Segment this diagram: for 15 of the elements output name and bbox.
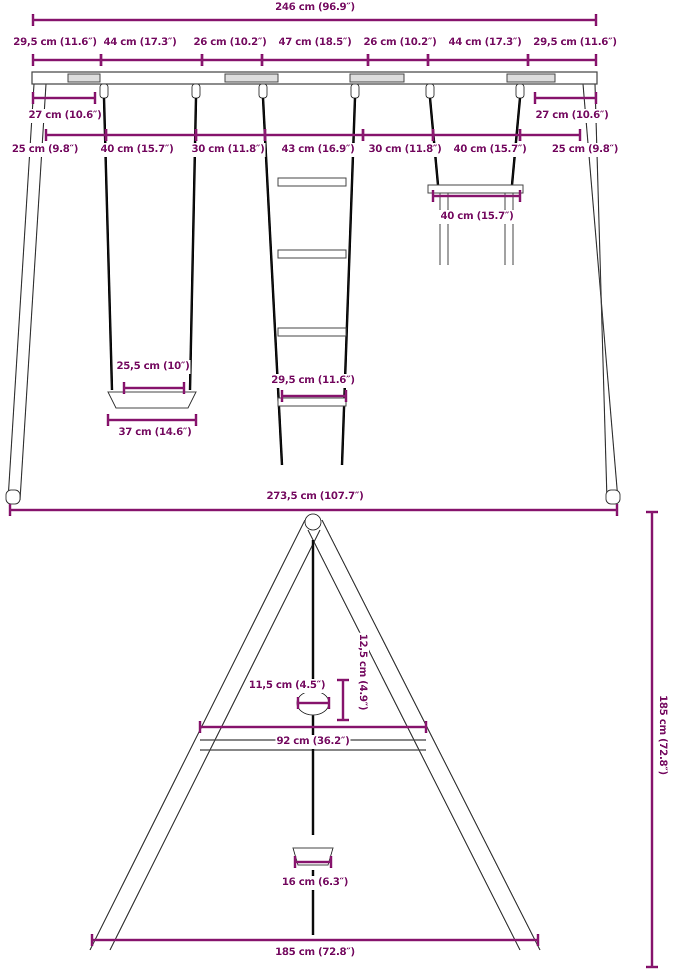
dimension-label: 11,5 cm (4.5″) xyxy=(248,679,326,693)
dimension-label: 30 cm (11.8″) xyxy=(367,143,443,157)
dimension-label: 40 cm (15.7″) xyxy=(452,143,528,157)
dimension-label: 27 cm (10.6″) xyxy=(534,109,610,123)
dimension-label: 25 cm (9.8″) xyxy=(550,143,620,157)
dimension-label: 40 cm (15.7″) xyxy=(439,210,515,224)
dimension-label: 25 cm (9.8″) xyxy=(10,143,80,157)
dimension-label: 30 cm (11.8″) xyxy=(190,143,266,157)
dimension-label: 43 cm (16.9″) xyxy=(280,143,356,157)
dimension-label: 40 cm (15.7″) xyxy=(99,143,175,157)
dimension-label: 25,5 cm (10″) xyxy=(115,360,191,374)
dimension-label: 29,5 cm (11.6″) xyxy=(270,374,356,388)
dimension-label: 92 cm (36.2″) xyxy=(275,735,351,749)
dimension-label: 27 cm (10.6″) xyxy=(27,109,103,123)
dimension-label: 16 cm (6.3″) xyxy=(280,876,350,890)
